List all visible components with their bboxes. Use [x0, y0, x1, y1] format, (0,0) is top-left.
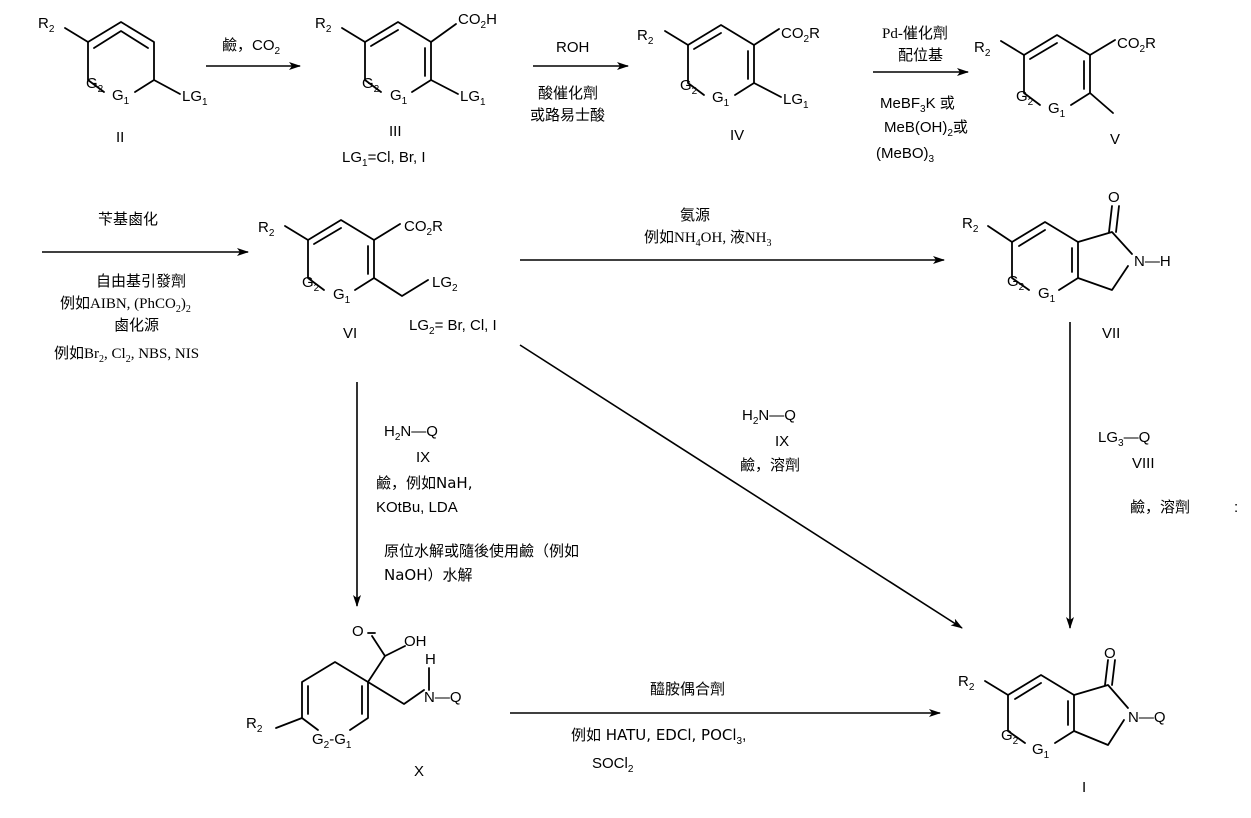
step-5-ammonia-source: 氨源 — [680, 206, 710, 224]
g1-label: G1 — [1032, 741, 1050, 761]
step-4-halogen-examples: 例如Br2, Cl2, NBS, NIS — [54, 345, 199, 365]
step-8-reagent: LG3—Q — [1098, 429, 1150, 449]
step-4-initiator-examples: 例如AIBN, (PhCO2)2 — [60, 295, 191, 315]
compound-IV: R2 CO2R G2 G1 LG1 IV — [637, 25, 820, 144]
compound-label: III — [389, 123, 402, 140]
step-2-reagent: ROH — [556, 39, 589, 56]
step-9-examples: 例如 HATU, EDCl, POCl3, — [571, 726, 746, 747]
nq-label: N—Q — [1128, 709, 1166, 726]
step-3-catalyst: Pd-催化劑 — [882, 25, 948, 42]
nq-label: N—Q — [424, 689, 462, 706]
r2-label: R2 — [962, 215, 979, 235]
h-label: H — [425, 651, 436, 668]
step-4: 苄基鹵化 自由基引發劑 例如AIBN, (PhCO2)2 鹵化源 例如Br2, … — [42, 210, 248, 365]
acid-label: CO2H — [458, 11, 497, 31]
compound-X: O OH H N—Q R2 G2-G1 X — [246, 623, 462, 780]
g2-label: G2 — [1007, 273, 1025, 293]
step-7-conditions: 鹼，溶劑 — [740, 456, 800, 474]
step-8: LG3—Q VIII 鹼，溶劑 : — [1070, 322, 1238, 628]
r2-label: R2 — [246, 715, 263, 735]
step-4-reaction: 苄基鹵化 — [98, 210, 158, 228]
step-9-coupling-agent: 醯胺偶合劑 — [650, 680, 725, 698]
step-6: H2N—Q IX 鹼，例如NaH, KOtBu, LDA 原位水解或隨後使用鹼（… — [357, 382, 579, 606]
step-1-reagent: 鹼，CO2 — [222, 36, 281, 57]
step-8-reagent-label: VIII — [1132, 455, 1155, 472]
compound-label: II — [116, 129, 124, 146]
ester-label: CO2R — [404, 218, 443, 238]
r2-label: R2 — [315, 15, 332, 35]
step-1: 鹼，CO2 — [206, 36, 300, 66]
ester-label: CO2R — [781, 25, 820, 45]
g1-label: G1 — [1038, 285, 1056, 305]
r2-label: R2 — [974, 39, 991, 59]
g1-label: G1 — [712, 89, 730, 109]
lg2-label: LG2 — [432, 274, 458, 294]
compound-label: V — [1110, 131, 1120, 148]
compound-label: VII — [1102, 325, 1120, 342]
g2-label: G2 — [86, 75, 104, 95]
compound-VI: R2 CO2R G2 G1 LG2 VI LG2= Br, Cl, I — [258, 218, 497, 342]
step-6-hydrolysis-2: NaOH）水解 — [384, 566, 473, 584]
compound-VII: O R2 N—H G2 G1 VII — [962, 189, 1171, 342]
step-7-amine: H2N—Q — [742, 407, 796, 427]
g1-label: G1 — [333, 286, 351, 306]
g1-label: G1 — [390, 87, 408, 107]
compound-III: R2 CO2H G2 G1 LG1 III LG1=Cl, Br, I — [315, 11, 497, 169]
r2-label: R2 — [258, 219, 275, 239]
step-6-base: 鹼，例如NaH, — [376, 474, 472, 492]
compound-I: O R2 N—Q G2 G1 I — [958, 645, 1166, 796]
step-5-examples: 例如NH4OH, 液NH3 — [644, 229, 772, 249]
g2-label: G2 — [1016, 88, 1034, 108]
compound-label: IV — [730, 127, 744, 144]
step-4-halogen-source: 鹵化源 — [114, 316, 159, 334]
step-3-reagent-3: (MeBO)3 — [876, 145, 935, 165]
step-8-conditions: 鹼，溶劑 — [1130, 498, 1190, 516]
o-label: O — [352, 623, 364, 640]
step-3-reagent-1: MeBF3K 或 — [880, 95, 955, 115]
step-6-amine-label: IX — [416, 449, 430, 466]
step-2: ROH 酸催化劑 或路易士酸 — [530, 39, 628, 124]
compound-label: I — [1082, 779, 1086, 796]
g2-label: G2 — [302, 274, 320, 294]
g2-label: G2 — [362, 75, 380, 95]
g2-label: G2 — [680, 77, 698, 97]
step-9: 醯胺偶合劑 例如 HATU, EDCl, POCl3, SOCl2 — [510, 680, 940, 775]
nh-label: N—H — [1134, 253, 1171, 270]
lg1-label: LG1 — [783, 91, 809, 111]
step-5: 氨源 例如NH4OH, 液NH3 — [520, 206, 944, 260]
step-9-examples-2: SOCl2 — [592, 755, 634, 775]
step-6-base-examples: KOtBu, LDA — [376, 499, 458, 516]
r2-label: R2 — [958, 673, 975, 693]
r2-label: R2 — [637, 27, 654, 47]
oh-label: OH — [404, 633, 427, 650]
step-8-stray-mark: : — [1234, 499, 1238, 516]
compound-label: VI — [343, 325, 357, 342]
o-label: O — [1104, 645, 1116, 662]
o-label: O — [1108, 189, 1120, 206]
lg1-label: LG1 — [460, 88, 486, 108]
step-3-ligand: 配位基 — [898, 46, 943, 64]
compound-II: R2 G2 G1 LG1 II — [38, 15, 208, 146]
step-3: Pd-催化劑 配位基 MeBF3K 或 MeB(OH)2或 (MeBO)3 — [873, 25, 968, 165]
g1-label: G1 — [112, 87, 130, 107]
lg1-label: LG1 — [182, 88, 208, 108]
step-2-alternative: 或路易士酸 — [530, 106, 605, 124]
step-7: H2N—Q IX 鹼，溶劑 — [520, 345, 962, 628]
step-2-catalyst: 酸催化劑 — [538, 84, 598, 102]
step-3-reagent-2: MeB(OH)2或 — [884, 119, 968, 139]
lg1-definition: LG1=Cl, Br, I — [342, 149, 426, 169]
r2-label: R2 — [38, 15, 55, 35]
step-4-initiator: 自由基引發劑 — [96, 272, 186, 290]
step-7-amine-label: IX — [775, 433, 789, 450]
ester-label: CO2R — [1117, 35, 1156, 55]
step-6-amine: H2N—Q — [384, 423, 438, 443]
g1-label: G1 — [1048, 100, 1066, 120]
compound-label: X — [414, 763, 424, 780]
lg2-definition: LG2= Br, Cl, I — [409, 317, 497, 337]
g2-label: G2 — [1001, 727, 1019, 747]
compound-V: R2 CO2R G2 G1 V — [974, 35, 1156, 148]
step-6-hydrolysis: 原位水解或隨後使用鹼（例如 — [384, 542, 579, 560]
g-ring-label: G2-G1 — [312, 731, 352, 751]
